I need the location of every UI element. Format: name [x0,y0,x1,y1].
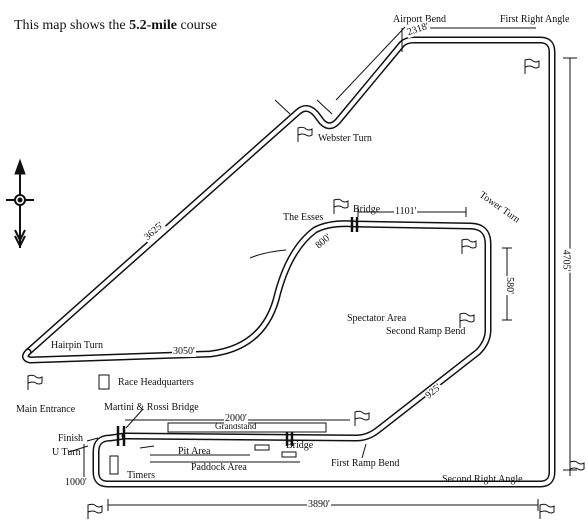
buildings [98,374,327,475]
checkered-flag-icon [569,460,585,476]
map-title: This map shows the 5.2-mile course [14,18,217,34]
checkered-flag-icon [333,198,349,214]
label-hairpin-turn: Hairpin Turn [51,340,103,351]
label-first-ramp-bend: First Ramp Bend [331,458,400,469]
label-u-turn: U Turn [52,447,81,458]
checkered-flag-icon [87,503,103,519]
checkered-flag-icon [524,58,540,74]
checkered-flag-icon [27,374,43,390]
checkered-flag-icon [539,503,555,519]
label-webster-turn: Webster Turn [318,133,372,144]
leader-lines [68,249,367,463]
label-race-headquarters: Race Headquarters [118,377,194,388]
timers-building [109,455,119,475]
label-main-entrance: Main Entrance [16,404,76,415]
flags [27,58,585,519]
distance-3050: 3050' [172,346,196,357]
label-grandstand: Grandstand [215,421,257,431]
label-bridge-top: Bridge [353,204,381,215]
label-pit-area: Pit Area [178,446,211,457]
label-bridge-bottom: Bridge [286,440,314,451]
compass-rose-icon [6,158,34,249]
distance-1101: 1101' [394,206,418,217]
title-bold: 5.2-mile [129,18,177,33]
distance-580: 580' [503,276,515,295]
checkered-flag-icon [461,238,477,254]
distance-1000: 1000' [64,477,88,488]
label-first-right-angle: First Right Angle [500,14,570,25]
label-finish: Finish [58,433,84,444]
label-second-ramp-bend: Second Ramp Bend [386,326,466,337]
race-headquarters-building [98,374,110,390]
label-the-esses: The Esses [283,212,324,223]
label-spectator-area: Spectator Area [347,313,407,324]
label-paddock-area: Paddock Area [191,462,247,473]
label-airport-bend: Airport Bend [393,14,447,25]
title-prefix: This map shows the [14,18,130,33]
title-suffix: course [176,18,217,33]
paddock-building [281,451,297,458]
checkered-flag-icon [297,126,313,142]
label-timers: Timers [127,470,155,481]
label-martini-rossi-bridge: Martini & Rossi Bridge [104,402,199,413]
distance-4705: 4705' [560,248,572,273]
checkered-flag-icon [354,410,370,426]
checkered-flag-icon [459,312,475,328]
label-second-right-angle: Second Right Angle [442,474,523,485]
distance-2000: 2000' [224,413,248,424]
outer-track [21,36,556,488]
pit-building [254,444,270,451]
distance-3890: 3890' [307,499,331,510]
